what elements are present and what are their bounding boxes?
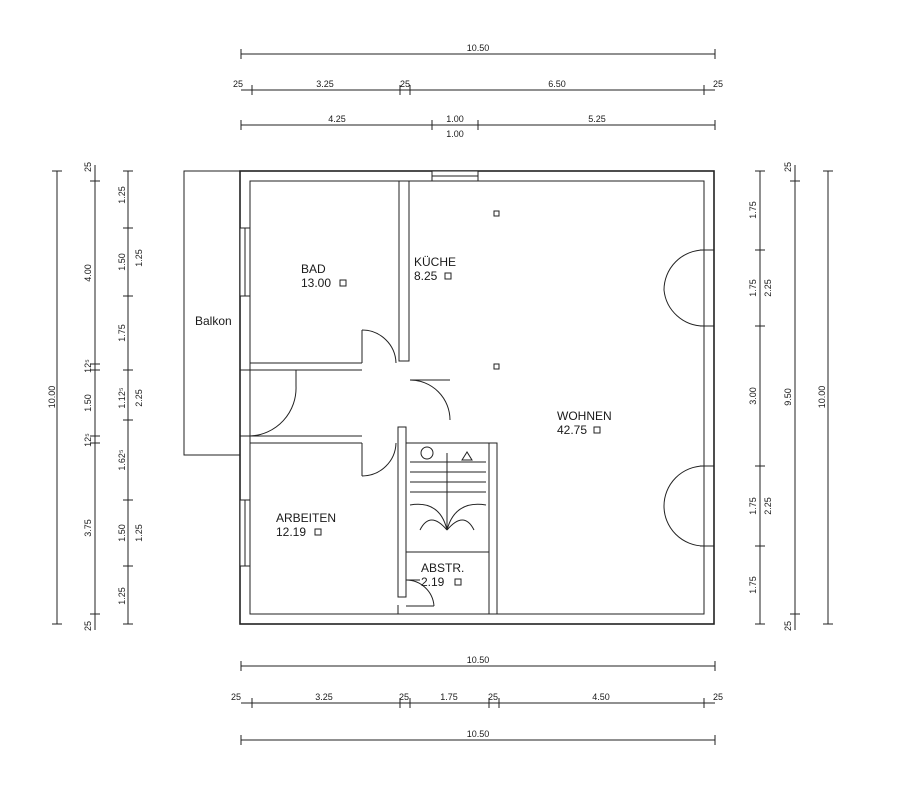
room-labels: BAD 13.00 KÜCHE 8.25 WOHNEN 42.75 ARBEIT… [195, 255, 612, 589]
dim-label: 10.50 [467, 655, 490, 665]
room-wohnen-name: WOHNEN [557, 409, 612, 423]
dim-label: 1.25 [117, 587, 127, 605]
room-abstr-area: 2.19 [421, 575, 445, 589]
dim-label: 1.75 [748, 201, 758, 219]
area-unit-icon [593, 426, 601, 434]
room-arbeiten-area: 12.19 [276, 525, 306, 539]
dim-label: 2.25 [763, 279, 773, 297]
dim-label: 25 [783, 621, 793, 631]
dim-label: 1.50 [83, 394, 93, 412]
dim-label: 2.25 [134, 389, 144, 407]
room-wohnen-area: 42.75 [557, 423, 587, 437]
dim-label: 1.75 [748, 279, 758, 297]
area-unit-icon [444, 272, 452, 280]
doors [249, 249, 714, 607]
staircase [409, 446, 487, 531]
dim-label: 1.75 [440, 692, 458, 702]
balcony-label: Balkon [195, 314, 232, 328]
room-bad-area: 13.00 [301, 276, 331, 290]
dimensions-bottom: 10.50 25 3.25 25 1.75 25 4.50 25 10.50 [231, 655, 723, 745]
dim-label: 4.50 [592, 692, 610, 702]
ceiling-outlet-icon [493, 363, 500, 370]
dim-label: 1.25 [134, 249, 144, 267]
windows [239, 170, 479, 567]
area-unit-icon [339, 279, 347, 287]
room-kueche-area: 8.25 [414, 269, 438, 283]
dim-label: 2.25 [763, 497, 773, 515]
room-abstr-name: ABSTR. [421, 561, 464, 575]
dim-label: 1.25 [134, 524, 144, 542]
dim-label: 12⁵ [83, 359, 93, 373]
dim-label: 1.00 [446, 129, 464, 139]
balcony [183, 170, 240, 456]
room-arbeiten-name: ARBEITEN [276, 511, 336, 525]
dimensions-left: 10.00 25 4.00 12⁵ 1.50 12⁵ 3.75 25 1.25 … [47, 162, 144, 631]
dim-label: 5.25 [588, 114, 606, 124]
dim-label: 6.50 [548, 79, 566, 89]
dim-label: 10.00 [817, 386, 827, 409]
dim-label: 25 [400, 79, 410, 89]
dim-label: 1.00 [446, 114, 464, 124]
dim-label: 1.75 [748, 497, 758, 515]
room-bad-name: BAD [301, 262, 326, 276]
ceiling-outlet-icon [493, 210, 500, 217]
dim-label: 4.25 [328, 114, 346, 124]
dim-label: 1.75 [117, 324, 127, 342]
dimensions-right: 1.75 1.75 3.00 1.75 1.75 2.25 2.25 25 9.… [748, 162, 833, 631]
room-kueche-name: KÜCHE [414, 255, 456, 269]
dim-label: 3.00 [748, 387, 758, 405]
dim-label: 3.75 [83, 519, 93, 537]
dim-label: 25 [488, 692, 498, 702]
dim-label: 1.50 [117, 253, 127, 271]
dim-label: 25 [83, 621, 93, 631]
area-unit-icon [454, 578, 462, 586]
outer-walls [239, 170, 715, 625]
dim-label: 4.00 [83, 264, 93, 282]
dim-label: 25 [399, 692, 409, 702]
dim-label: 1.50 [117, 524, 127, 542]
dimensions-top: 10.50 25 3.25 25 6.50 25 4.25 1.00 1.00 … [233, 43, 723, 139]
dim-label: 25 [783, 162, 793, 172]
dim-label: 1.12⁵ [117, 387, 127, 409]
dim-label: 25 [83, 162, 93, 172]
dim-label: 1.62⁵ [117, 449, 127, 471]
dim-label: 10.50 [467, 729, 490, 739]
interior-walls [240, 180, 498, 615]
area-unit-icon [314, 528, 322, 536]
dim-label: 9.50 [783, 388, 793, 406]
dim-label: 1.75 [748, 576, 758, 594]
dim-label: 12⁵ [83, 433, 93, 447]
dim-label: 10.50 [467, 43, 490, 53]
dim-label: 25 [713, 692, 723, 702]
dim-label: 1.25 [117, 186, 127, 204]
dim-label: 25 [233, 79, 243, 89]
dim-label: 25 [231, 692, 241, 702]
dim-label: 10.00 [47, 386, 57, 409]
dim-label: 25 [713, 79, 723, 89]
dim-label: 3.25 [316, 79, 334, 89]
dim-label: 3.25 [315, 692, 333, 702]
